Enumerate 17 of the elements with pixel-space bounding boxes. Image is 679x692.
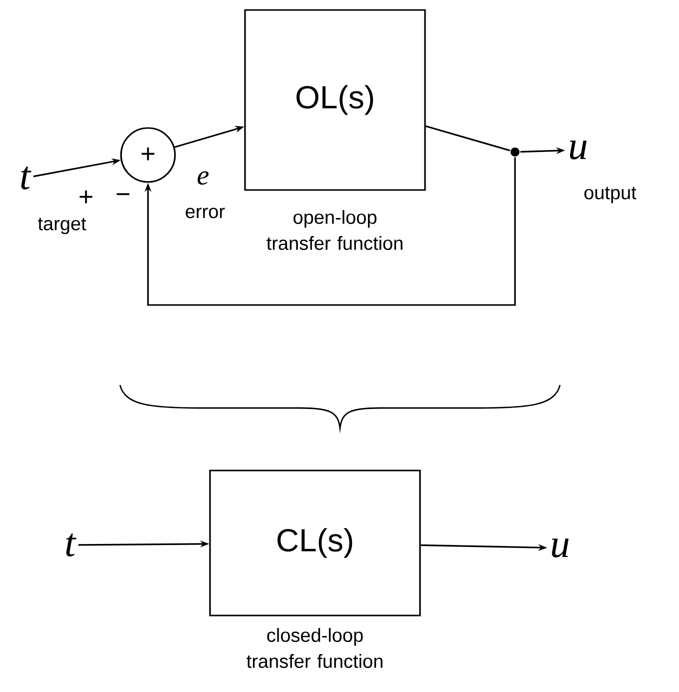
caption-text: output: [584, 186, 636, 204]
transfer-function-box: OL(s): [244, 9, 426, 191]
variable-text: t: [66, 534, 76, 556]
arrow: [144, 157, 516, 306]
caption-text: open-loop transfer function: [266, 210, 402, 250]
sign-label: −: [116, 193, 130, 196]
transfer-function-box: CL(s): [209, 470, 421, 616]
annotation-text: target: [38, 218, 86, 234]
edge-label: e: [196, 170, 210, 186]
sign-label: +: [80, 190, 92, 204]
branch-point: [510, 148, 520, 156]
summing-junction: +: [120, 127, 176, 183]
caption-text: closed-loop transfer function: [246, 628, 382, 668]
annotation-text: error: [186, 208, 225, 218]
variable-text: t: [21, 166, 32, 190]
variable-text: u: [552, 538, 569, 558]
variable-text: u: [570, 140, 587, 160]
